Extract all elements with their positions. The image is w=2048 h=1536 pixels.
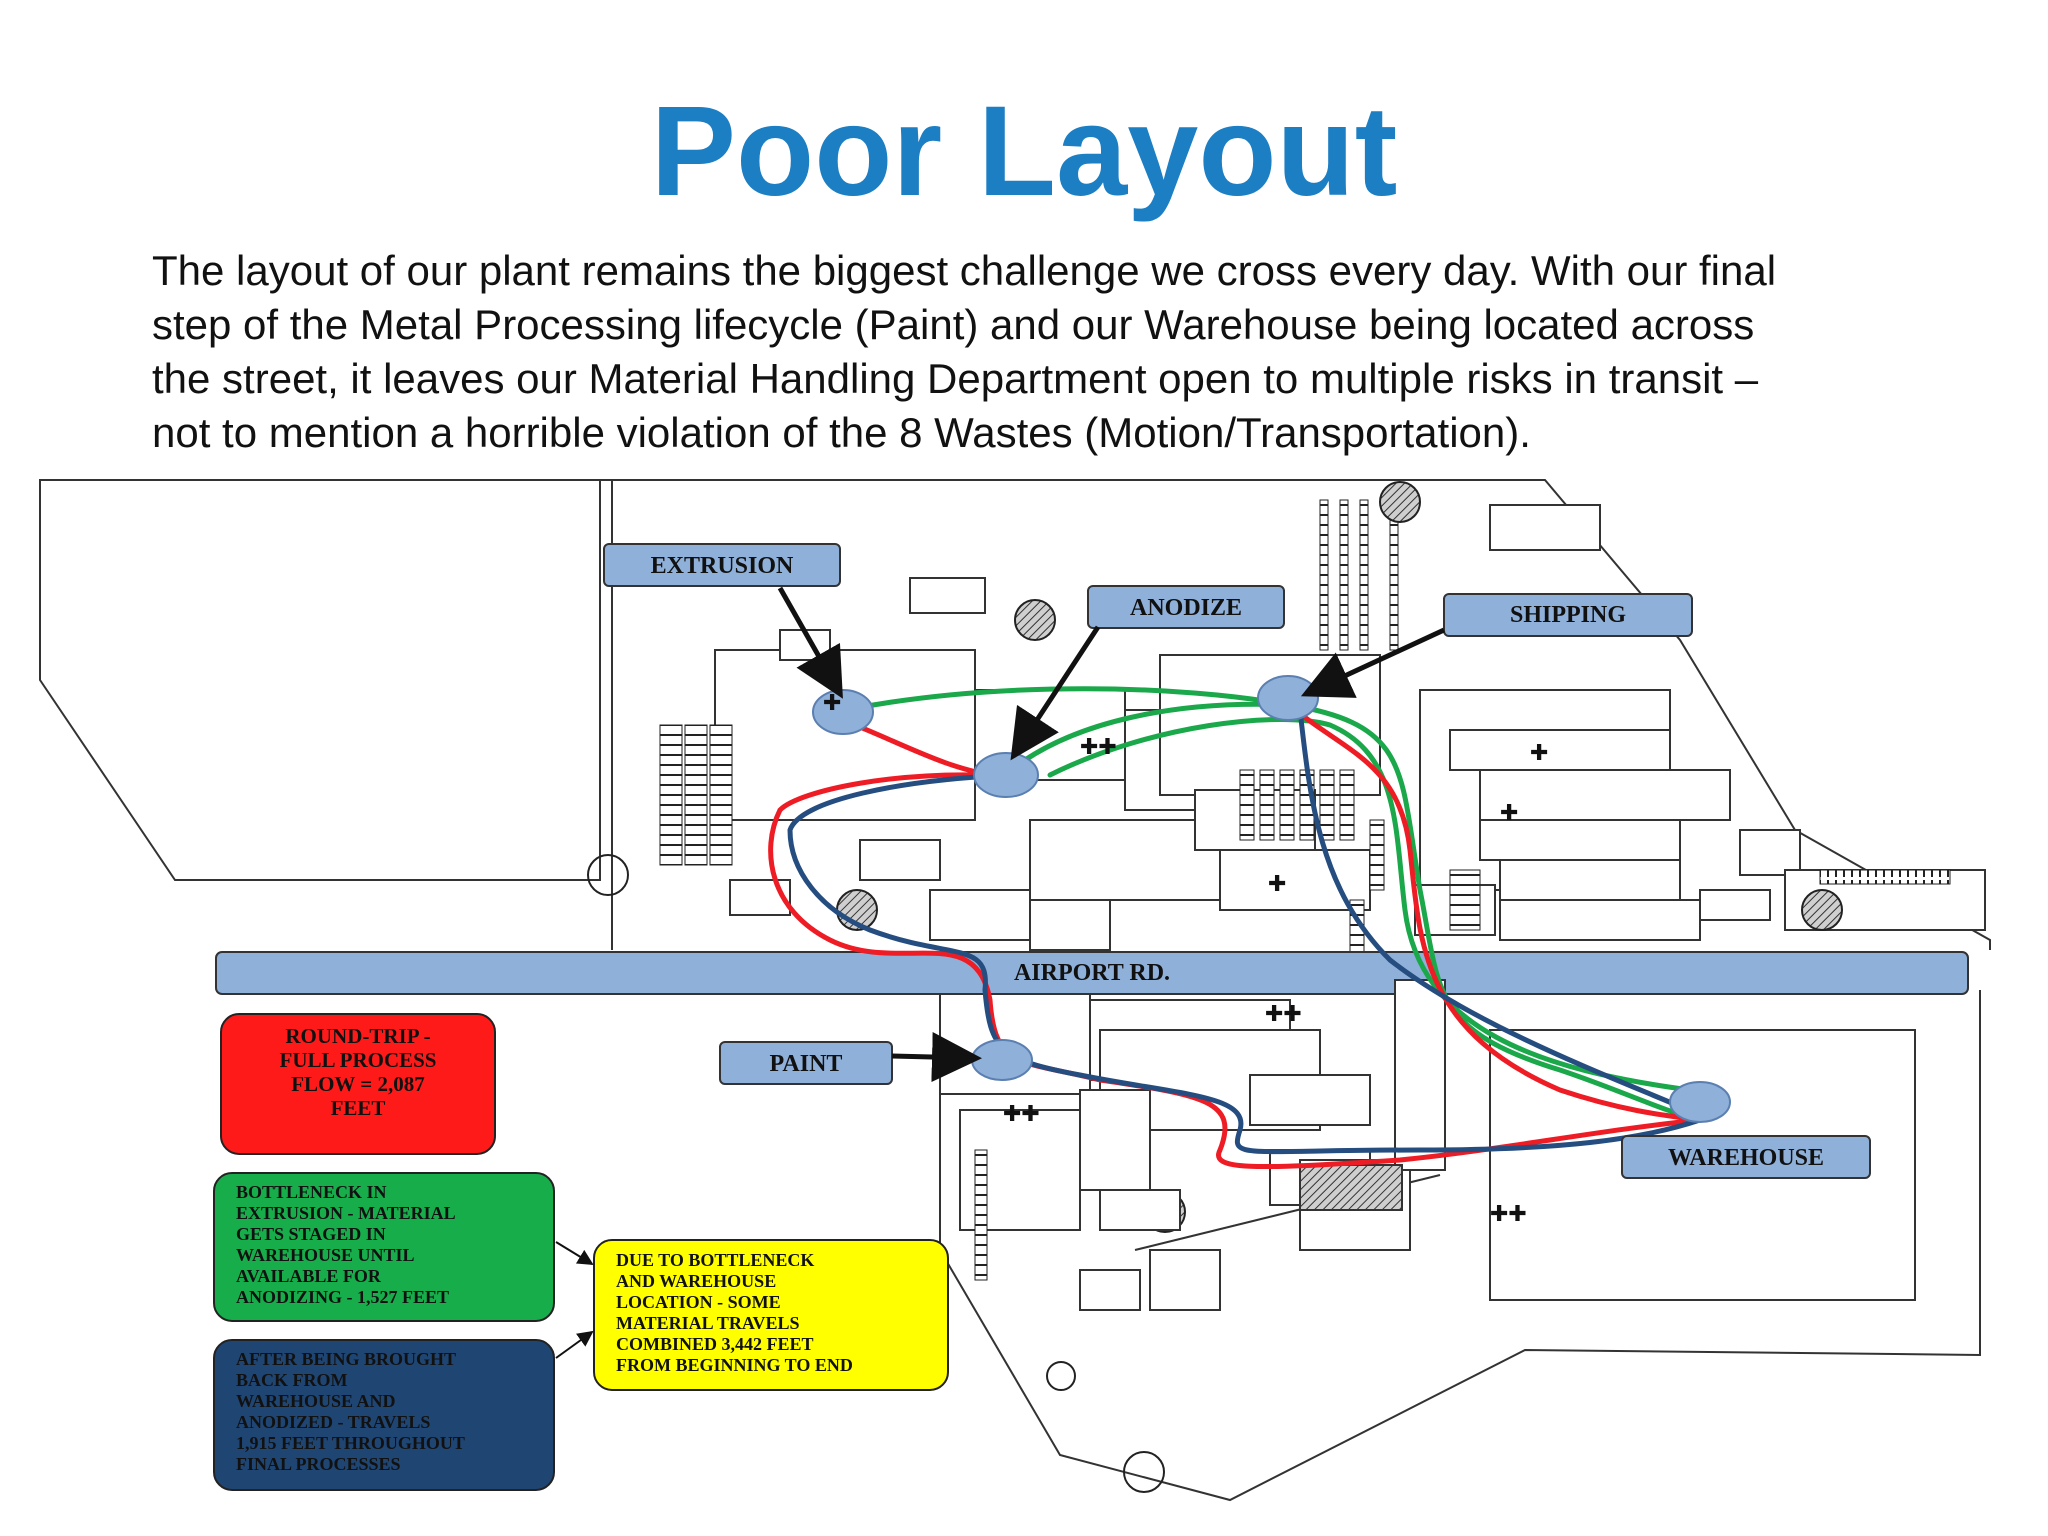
blue-callout-line: AFTER BEING BROUGHT [236, 1349, 456, 1369]
yellow-callout-box [593, 1239, 949, 1391]
intersection-markers [587, 854, 1165, 1493]
yellow-callout-line: AND WAREHOUSE [616, 1271, 776, 1291]
parking-stalls-south [974, 1149, 988, 1281]
green-callout-line: WAREHOUSE UNTIL [236, 1245, 415, 1265]
blue-callout-text: AFTER BEING BROUGHT BACK FROM WAREHOUSE … [236, 1349, 465, 1474]
description-line: the street, it leaves our Material Handl… [152, 355, 1759, 402]
warehouse-label-box [1621, 1135, 1871, 1179]
svg-text:✚: ✚ [1530, 741, 1548, 766]
red-callout-line: ROUND-TRIP - [285, 1024, 430, 1048]
yellow-callout-line: LOCATION - SOME [616, 1292, 781, 1312]
green-callout-line: AVAILABLE FOR [236, 1266, 382, 1286]
anodize-label: ANODIZE [1130, 595, 1242, 621]
green-callout-line: GETS STAGED IN [236, 1224, 386, 1244]
red-route [768, 702, 1703, 1170]
red-callout-line: FULL PROCESS [280, 1048, 437, 1072]
hatched-lot [1299, 1164, 1403, 1211]
anodize-arrow [1010, 625, 1101, 761]
green-callout-text: BOTTLENECK IN EXTRUSION - MATERIAL GETS … [236, 1182, 456, 1307]
blue-callout-line: 1,915 FEET THROUGHOUT [236, 1433, 465, 1453]
plant-layout-map: AIRPORT RD. ✚ ✚✚ ✚ ✚ ✚ ✚✚ [39, 479, 1991, 1502]
yellow-callout-line: COMBINED 3,442 FEET [616, 1334, 814, 1354]
svg-text:✚✚: ✚✚ [1080, 735, 1117, 760]
blue-callout-line: FINAL PROCESSES [236, 1454, 401, 1474]
parking-stalls-north [659, 499, 1951, 961]
blue-callout-line: ANODIZED - TRAVELS [236, 1412, 430, 1432]
anodize-label-box [1087, 585, 1285, 629]
description-line: The layout of our plant remains the bigg… [152, 247, 1777, 294]
warehouse-label: WAREHOUSE [1668, 1145, 1824, 1171]
svg-text:✚: ✚ [823, 691, 841, 716]
yellow-callout-text: DUE TO BOTTLENECK AND WAREHOUSE LOCATION… [616, 1250, 853, 1375]
svg-text:✚✚: ✚✚ [1490, 1202, 1527, 1227]
extrusion-label-box [603, 543, 841, 587]
anodize-node [973, 752, 1039, 798]
blue-callout-line: WAREHOUSE AND [236, 1391, 396, 1411]
warehouse-node [1669, 1081, 1731, 1123]
red-callout-line: FLOW = 2,087 [291, 1072, 425, 1096]
extrusion-arrow [777, 586, 843, 699]
green-callout-box [213, 1172, 555, 1322]
green-callout-line: ANODIZING - 1,527 FEET [236, 1287, 449, 1307]
process-nodes [812, 675, 1731, 1123]
svg-text:✚✚: ✚✚ [1003, 1102, 1040, 1127]
green-callout-line: BOTTLENECK IN [236, 1182, 387, 1202]
airport-road [215, 951, 1969, 995]
extrusion-label: EXTRUSION [651, 553, 794, 579]
yellow-callout-line: FROM BEGINNING TO END [616, 1355, 853, 1375]
blue-callout-box [213, 1339, 555, 1491]
shipping-label-box [1443, 593, 1693, 637]
red-callout-line: FEET [331, 1096, 386, 1120]
slide-description: The layout of our plant remains the bigg… [152, 244, 1972, 460]
red-callout-box [220, 1013, 496, 1155]
description-line: not to mention a horrible violation of t… [152, 409, 1531, 456]
svg-text:✚: ✚ [1268, 872, 1286, 897]
red-callout-text: ROUND-TRIP - FULL PROCESS FLOW = 2,087 F… [280, 1024, 437, 1120]
blue-callout-line: BACK FROM [236, 1370, 348, 1390]
shipping-node [1257, 675, 1319, 721]
callout-connectors [555, 1241, 594, 1359]
svg-text:✚✚: ✚✚ [1265, 1002, 1302, 1027]
paint-label: PAINT [770, 1051, 843, 1077]
slide-title: Poor Layout [650, 80, 1398, 223]
description-line: step of the Metal Processing lifecycle (… [152, 301, 1755, 348]
green-callout-line: EXTRUSION - MATERIAL [236, 1203, 456, 1223]
paint-label-box [719, 1041, 893, 1085]
paint-arrow [891, 1032, 982, 1082]
svg-text:✚: ✚ [1500, 801, 1518, 826]
extrusion-node [812, 689, 874, 735]
paint-node [971, 1039, 1033, 1081]
airport-road-label: AIRPORT RD. [1014, 960, 1170, 986]
yellow-callout-line: DUE TO BOTTLENECK [616, 1250, 814, 1270]
shipping-arrow [1300, 627, 1446, 698]
north-buildings [714, 504, 1986, 951]
shipping-label: SHIPPING [1510, 602, 1626, 628]
yellow-callout-line: MATERIAL TRAVELS [616, 1313, 800, 1333]
